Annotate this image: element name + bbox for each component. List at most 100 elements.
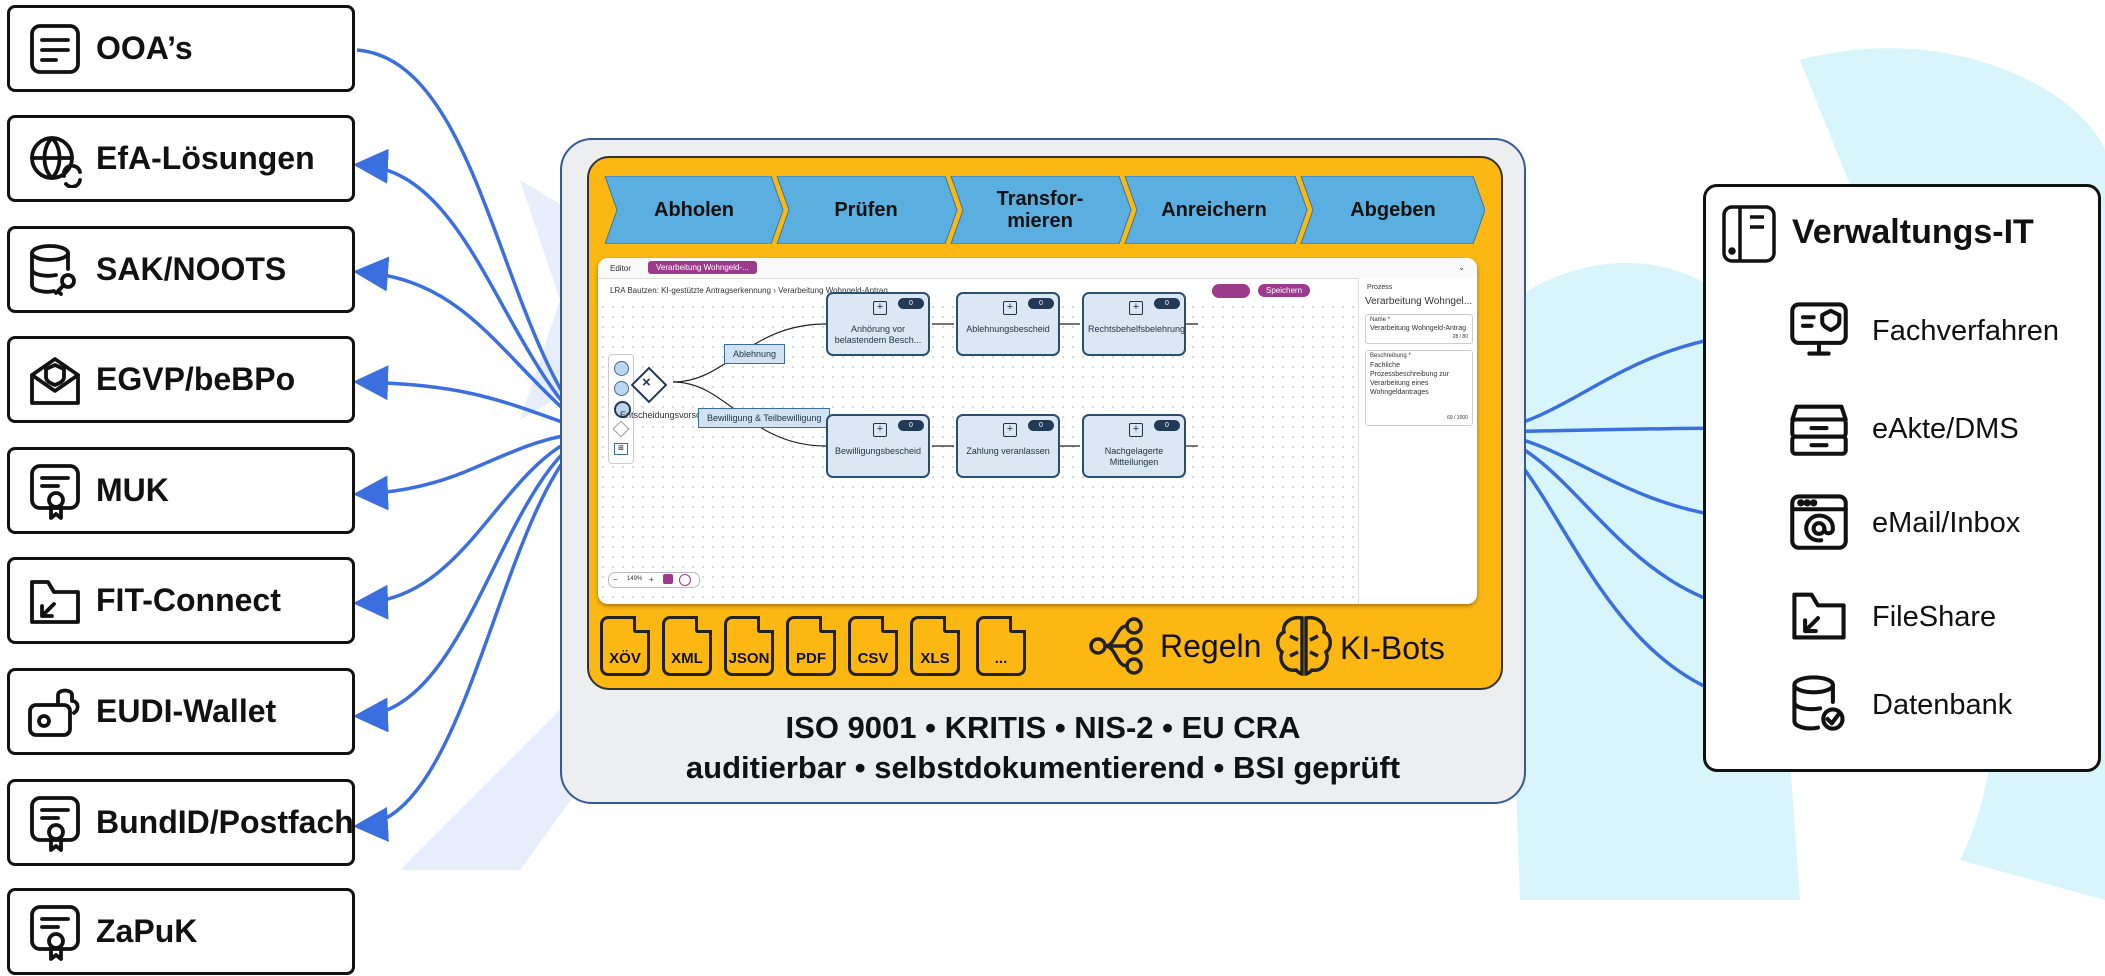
monitor-shield-icon: [1788, 298, 1850, 365]
file-format-icon: PDF: [786, 616, 836, 676]
status-badge: 0: [898, 420, 924, 431]
reset-icon[interactable]: [679, 574, 691, 586]
breadcrumb: LRA Bautzen: KI-gestützte Antragserkennu…: [610, 286, 888, 295]
target-label: FileShare: [1872, 601, 1997, 633]
zoom-in-icon[interactable]: +: [649, 575, 654, 584]
source-box[interactable]: BundID/Postfach: [7, 779, 355, 866]
source-box[interactable]: EUDI-Wallet: [7, 668, 355, 755]
source-label: EUDI-Wallet: [96, 693, 277, 729]
breadcrumb-item[interactable]: Verarbeitung Wohngeld-Antrag: [778, 286, 888, 295]
plus-icon: +: [1003, 423, 1017, 437]
plus-icon: +: [873, 301, 887, 315]
database-check-icon: [1792, 675, 1845, 731]
document-lines-icon: [30, 23, 80, 74]
process-editor-screenshot: Editor Verarbeitung Wohngeld-... ⌄ LRA B…: [598, 258, 1477, 604]
fit-view-icon[interactable]: [663, 574, 673, 584]
zoom-bar: − 149% +: [608, 572, 700, 588]
file-format-icon: XÖV: [600, 616, 650, 676]
source-label: MUK: [96, 472, 169, 508]
source-box[interactable]: ZaPuK: [7, 888, 355, 975]
end-event-icon[interactable]: [614, 401, 631, 418]
document-lines-icon: [26, 20, 84, 78]
save-button[interactable]: Speichern: [1258, 284, 1311, 297]
grid-tool-icon[interactable]: ⊞: [614, 443, 628, 455]
source-label: OOA’s: [96, 30, 193, 66]
browser-at-icon: [1790, 494, 1848, 550]
status-badge: 0: [1154, 420, 1180, 431]
globe-sync-icon: [26, 130, 84, 189]
target-label: Fachverfahren: [1872, 315, 2059, 347]
process-chevrons: [605, 176, 1485, 244]
description-field[interactable]: Beschreibung * Fachliche Prozessbeschrei…: [1365, 350, 1473, 426]
panel-title: Verarbeitung Wohngel...: [1365, 296, 1473, 307]
plus-icon: +: [1129, 301, 1143, 315]
target-item[interactable]: Fachverfahren: [1788, 298, 2059, 365]
source-box[interactable]: SAK/NOOTS: [7, 226, 355, 313]
node-label: Ablehnungsbescheid: [966, 324, 1050, 334]
archive-box-icon: [1788, 396, 1850, 463]
node-label: Zahlung veranlassen: [966, 446, 1050, 456]
source-box[interactable]: MUK: [7, 447, 355, 534]
status-badge: 0: [898, 298, 924, 309]
properties-panel: Prozess Verarbeitung Wohngel... Name * V…: [1358, 278, 1477, 604]
source-box[interactable]: EGVP/beBPo: [7, 336, 355, 423]
name-field[interactable]: Name * Verarbeitung Wohngeld-Antrag 28 /…: [1365, 314, 1473, 344]
target-label: eMail/Inbox: [1872, 507, 2021, 539]
file-format-icon: XML: [662, 616, 712, 676]
source-label: SAK/NOOTS: [96, 251, 287, 287]
zoom-out-icon[interactable]: −: [613, 575, 618, 584]
intermediate-event-icon[interactable]: [614, 381, 629, 396]
edge-label-approve[interactable]: Bewilligung & Teilbewilligung: [698, 408, 831, 428]
target-item[interactable]: Datenbank: [1788, 672, 2012, 739]
source-box[interactable]: FIT-Connect: [7, 557, 355, 644]
undo-redo-buttons[interactable]: [1212, 284, 1250, 298]
certificate-icon: [26, 794, 84, 852]
node-label: Anhörung vor belastendem Besch...: [834, 324, 922, 345]
chevron-down-icon[interactable]: ⌄: [1458, 263, 1465, 272]
mail-shield-icon: [30, 356, 80, 405]
brain-icon: [1276, 615, 1332, 676]
name-field-value: Verarbeitung Wohngeld-Antrag: [1370, 325, 1466, 332]
status-badge: 0: [1028, 298, 1054, 309]
panel-title: Verwaltungs-IT: [1792, 213, 2034, 251]
name-field-count: 28 / 80: [1452, 334, 1468, 340]
tab-editor[interactable]: Editor: [610, 264, 631, 273]
certificate-icon: [30, 795, 80, 852]
breadcrumb-item[interactable]: LRA Bautzen: KI-gestützte Antragserkennu…: [610, 286, 771, 295]
rules-tree-icon: [1089, 617, 1143, 675]
globe-sync-icon: [30, 135, 82, 189]
target-item[interactable]: eMail/Inbox: [1788, 490, 2020, 557]
start-event-icon[interactable]: [614, 361, 629, 376]
database-check-icon: [1788, 672, 1850, 739]
database-key-icon: [26, 241, 84, 299]
target-item[interactable]: eAkte/DMS: [1788, 396, 2019, 463]
tab-active[interactable]: Verarbeitung Wohngeld-...: [648, 261, 757, 274]
wallet-icon: [26, 683, 84, 741]
archive-box-icon: [1790, 404, 1848, 456]
folder-arrow-icon: [1788, 584, 1850, 651]
certifications-line: ISO 9001 • KRITIS • NIS-2 • EU CRA: [785, 710, 1301, 745]
plus-icon: +: [1129, 423, 1143, 437]
target-label: eAkte/DMS: [1872, 413, 2019, 445]
file-format-icon: XLS: [910, 616, 960, 676]
edge-label-reject[interactable]: Ablehnung: [724, 344, 786, 364]
certificate-icon: [26, 462, 84, 520]
editor-tabbar: Editor Verarbeitung Wohngeld-... ⌄: [598, 258, 1477, 279]
source-box[interactable]: OOA’s: [7, 5, 355, 92]
mail-shield-icon: [26, 351, 84, 409]
target-item[interactable]: FileShare: [1788, 584, 1996, 651]
node-label: Bewilligungsbescheid: [834, 446, 922, 456]
database-key-icon: [30, 243, 76, 296]
description-value: Fachliche Prozessbeschreibung zur Verarb…: [1370, 362, 1449, 396]
process-step: Abholen: [654, 199, 734, 221]
source-label: EGVP/beBPo: [96, 361, 296, 397]
file-format-icon: ...: [976, 616, 1026, 676]
source-box[interactable]: EfA-Lösungen: [7, 115, 355, 202]
node-label: Nachgelagerte Mitteilungen: [1104, 446, 1164, 467]
